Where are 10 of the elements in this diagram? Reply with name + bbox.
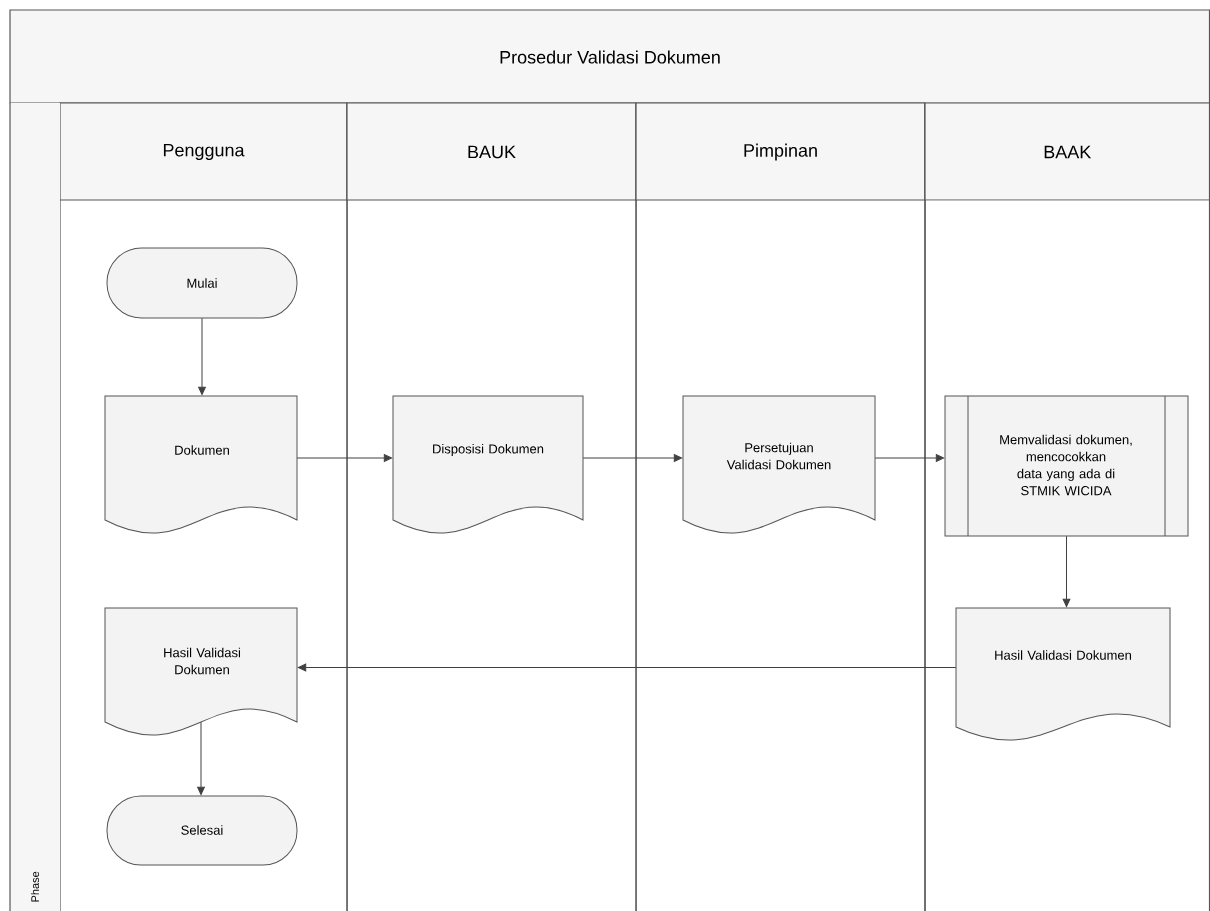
node-label: Phase xyxy=(30,871,40,902)
arrow xyxy=(296,454,393,462)
arrow xyxy=(197,721,205,796)
arrow xyxy=(582,454,683,462)
arrow xyxy=(198,317,206,396)
arrow xyxy=(874,454,945,462)
phase-band: Phase xyxy=(9,102,60,911)
arrow xyxy=(297,663,957,672)
arrow xyxy=(1062,535,1071,608)
predefined-process-box: Memvalidasi dokumen, mencocokkan data yang ada di STMIK WICIDA xyxy=(944,395,1189,537)
